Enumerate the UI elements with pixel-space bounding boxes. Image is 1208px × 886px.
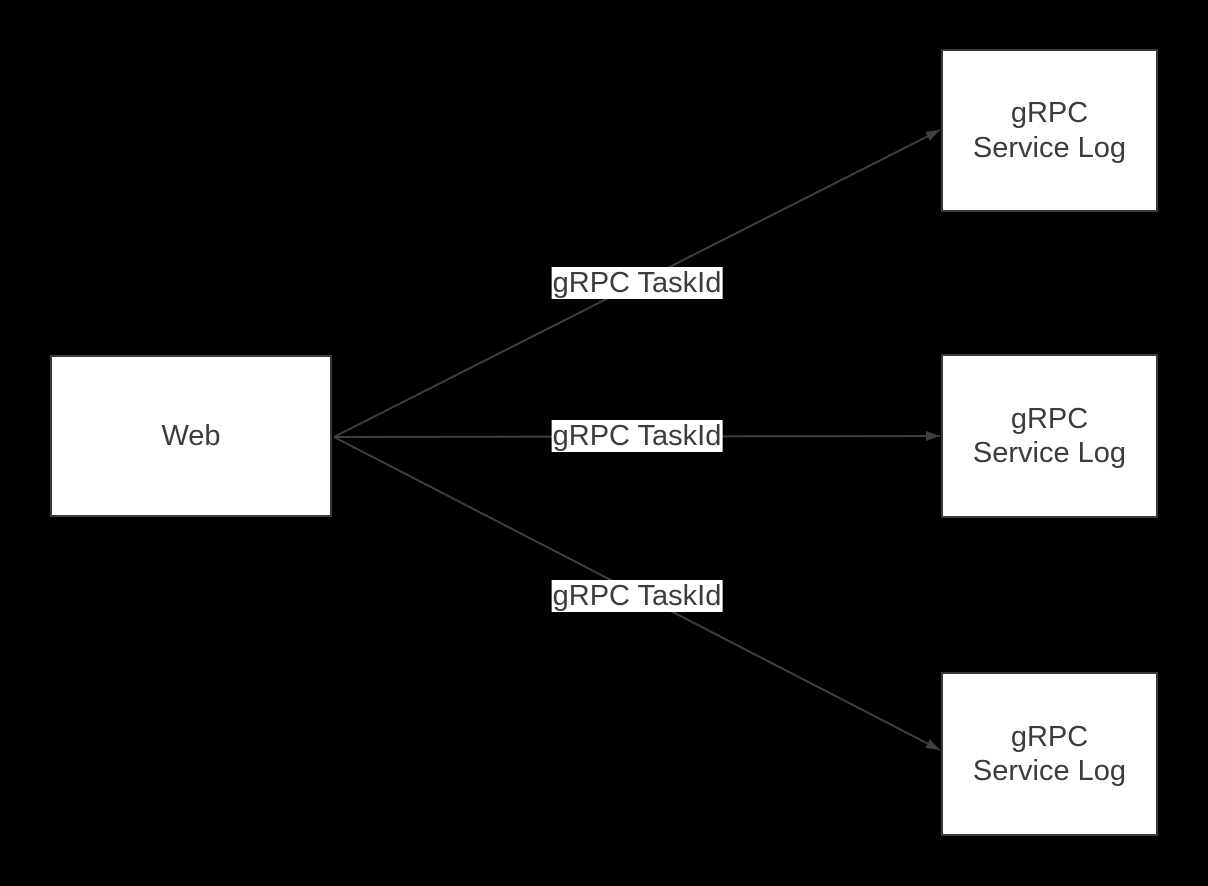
- node-grpc-service-log-3: gRPC Service Log: [941, 672, 1158, 836]
- node-grpc-service-log-1-label: gRPC Service Log: [972, 97, 1127, 164]
- edge-label-grpc-taskid-1: gRPC TaskId: [551, 267, 723, 299]
- node-grpc-service-log-3-label: gRPC Service Log: [972, 720, 1127, 787]
- node-web: Web: [50, 355, 332, 517]
- node-grpc-service-log-2: gRPC Service Log: [941, 354, 1158, 518]
- edge-label-grpc-taskid-3: gRPC TaskId: [551, 580, 723, 612]
- edge-label-grpc-taskid-2: gRPC TaskId: [551, 420, 723, 452]
- node-grpc-service-log-2-label: gRPC Service Log: [972, 402, 1127, 469]
- node-web-label: Web: [161, 419, 221, 452]
- node-grpc-service-log-1: gRPC Service Log: [941, 49, 1158, 212]
